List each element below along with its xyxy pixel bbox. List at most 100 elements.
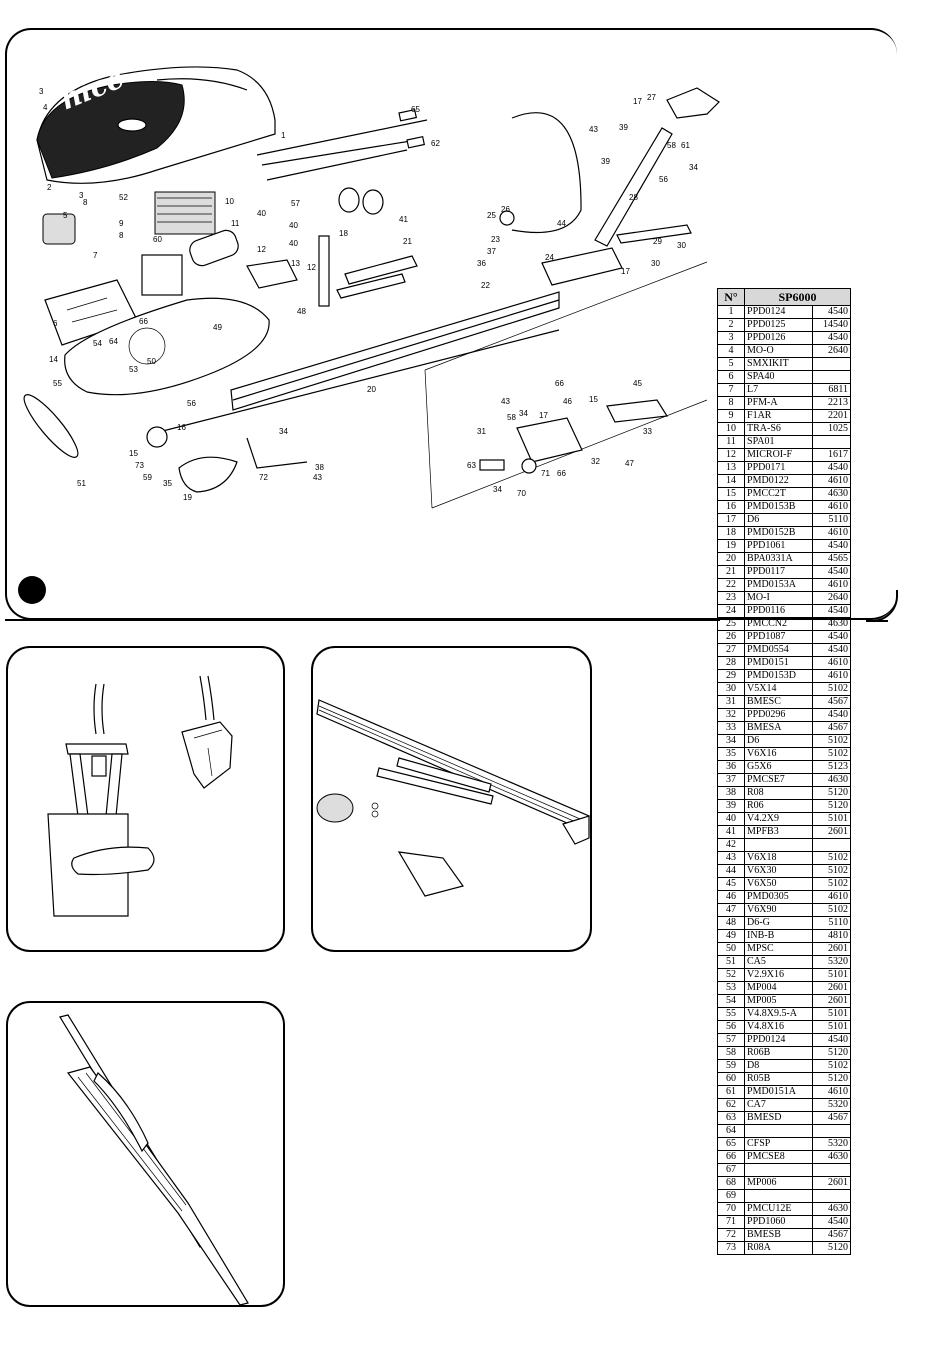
part-number: 6 [716,370,746,384]
part-code: PPD1087 [744,630,813,644]
part-code: SMXIKIT [744,357,813,371]
arm-blade [66,1066,249,1305]
svg-text:58: 58 [507,413,516,422]
part-group: 4610 [811,474,852,488]
part-group: 4567 [811,721,852,735]
part-number: 50 [716,942,746,956]
svg-text:17: 17 [621,267,630,276]
svg-text:2: 2 [47,183,52,192]
part-number: 25 [716,617,746,631]
part-code: MPFB3 [744,825,813,839]
svg-text:43: 43 [313,473,322,482]
part-number: 38 [716,786,746,800]
part-number: 31 [716,695,746,709]
svg-text:37: 37 [487,247,496,256]
part-code: BMESB [744,1228,813,1242]
part-code: MO-I [744,591,813,605]
part-code: PMD0153D [744,669,813,683]
svg-text:73: 73 [135,461,144,470]
part-group: 5101 [811,812,852,826]
part-group: 2601 [811,981,852,995]
part-group: 4630 [811,487,852,501]
svg-text:65: 65 [411,105,420,114]
part-group: 4540 [811,565,852,579]
part-group: 4540 [811,630,852,644]
bracket-33 [606,399,669,423]
part-number: 54 [716,994,746,1008]
part-number: 7 [716,383,746,397]
part-number: 39 [716,799,746,813]
part-code: PPD0124 [744,305,813,319]
gearbox [141,254,183,296]
svg-text:30: 30 [651,259,660,268]
part-number: 73 [716,1241,746,1255]
svg-text:39: 39 [619,123,628,132]
part-number: 10 [716,422,746,436]
header-model: SP6000 [744,288,851,306]
svg-text:55: 55 [53,379,62,388]
part-group: 4630 [811,617,852,631]
part-group: 5320 [811,1137,852,1151]
part-group: 4540 [811,305,852,319]
svg-text:34: 34 [519,409,528,418]
svg-text:46: 46 [563,397,572,406]
svg-text:40: 40 [289,221,298,230]
rail-kit-panel [311,646,592,952]
part-code: R08A [744,1241,813,1255]
part-code: V6X30 [744,864,813,878]
part-group: 5102 [811,877,852,891]
plate-63 [479,459,505,471]
svg-text:11: 11 [231,219,240,228]
part-code: L7 [744,383,813,397]
part-number: 21 [716,565,746,579]
part-number: 34 [716,734,746,748]
part-code: D6 [744,734,813,748]
part-group: 5102 [811,734,852,748]
part-group: 4540 [811,539,852,553]
svg-text:51: 51 [77,479,86,488]
panel-corner-line [866,620,888,622]
svg-text:12: 12 [257,245,266,254]
svg-text:3: 3 [39,87,44,96]
part-group: 4610 [811,500,852,514]
part-group: 4540 [811,461,852,475]
part-number: 11 [716,435,746,449]
svg-text:6: 6 [53,319,58,328]
part-number: 40 [716,812,746,826]
part-group [811,1163,852,1177]
part-code: V5X14 [744,682,813,696]
svg-text:64: 64 [109,337,118,346]
part-code: PMCC2T [744,487,813,501]
part-number: 14 [716,474,746,488]
part-code: G5X6 [744,760,813,774]
part-number: 47 [716,903,746,917]
svg-text:29: 29 [653,237,662,246]
svg-text:15: 15 [129,449,138,458]
sprocket [146,426,168,448]
part-number: 19 [716,539,746,553]
part-code: PMD0152B [744,526,813,540]
part-group [811,370,852,384]
bracket-18 [318,235,330,307]
svg-text:8: 8 [83,198,88,207]
part-group: 5110 [811,513,852,527]
svg-text:66: 66 [555,379,564,388]
svg-text:48: 48 [297,307,306,316]
rail [230,291,560,411]
